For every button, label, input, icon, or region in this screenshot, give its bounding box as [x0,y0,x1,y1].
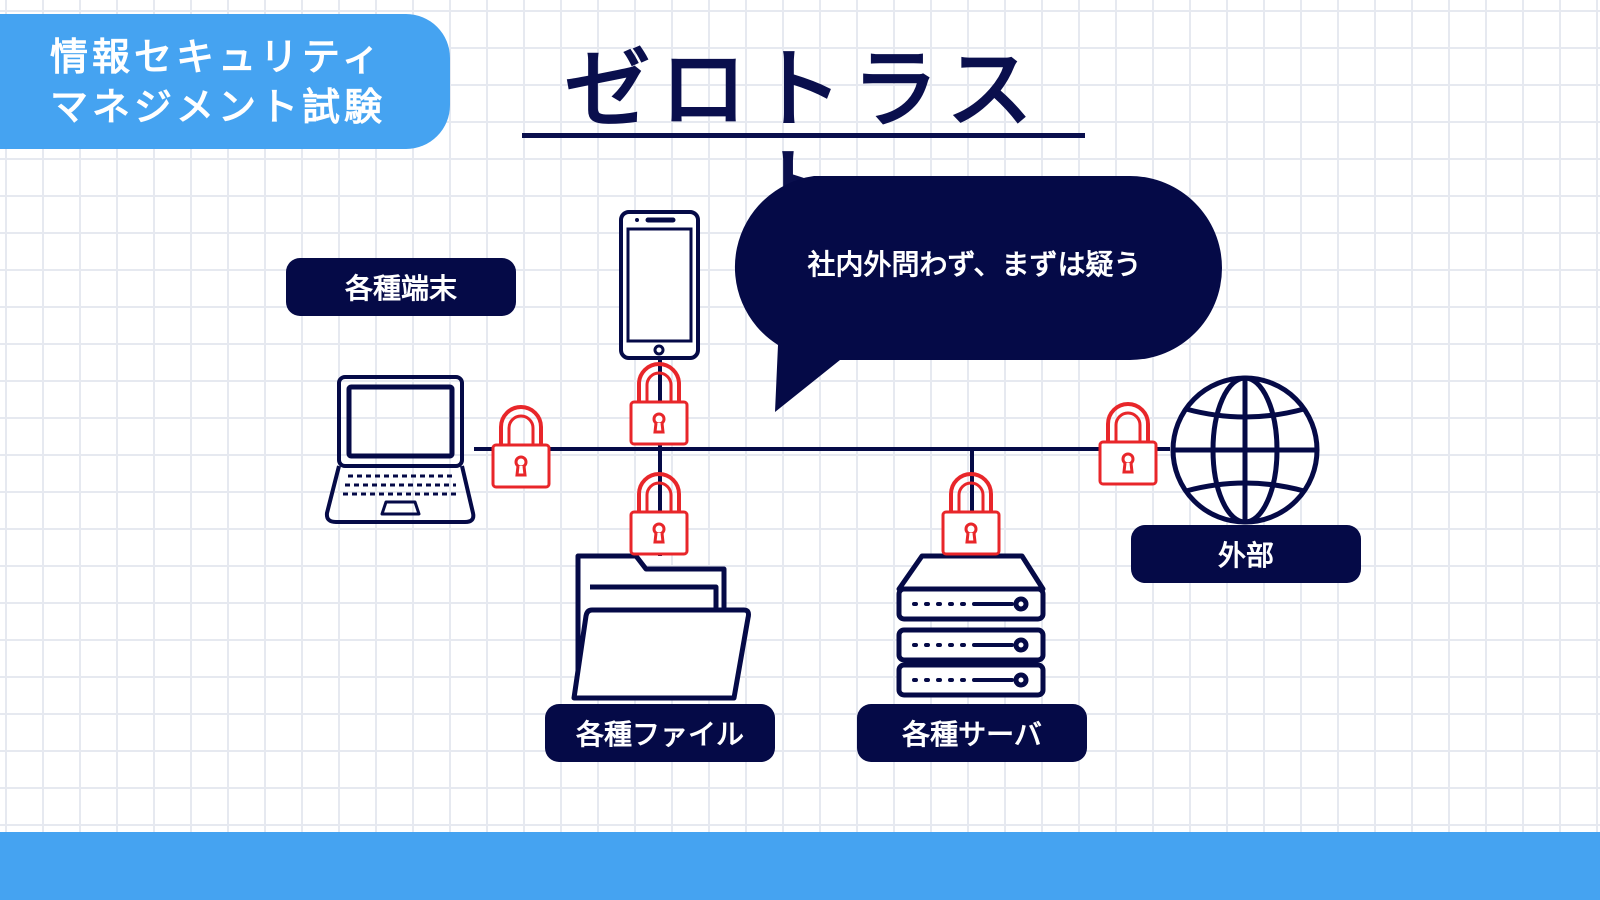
label-files: 各種ファイル [545,704,775,762]
lock-icon [941,472,1001,556]
bubble-text: 社内外問わず、まずは疑う [807,248,1142,281]
globe-icon [1170,375,1320,525]
exam-badge: 情報セキュリティ マネジメント試験 [0,14,450,149]
lock-icon [1098,402,1158,486]
lock-icon [629,362,689,446]
server-icon [896,553,1046,698]
badge-line-1: 情報セキュリティ [50,34,384,79]
label-external: 外部 [1131,525,1361,583]
speech-bubble [734,176,1222,412]
lock-icon [491,405,551,489]
footer-bar [0,832,1600,900]
smartphone-icon [619,210,700,360]
lock-icon [629,472,689,556]
label-devices: 各種端末 [286,258,516,316]
folder-icon [571,553,751,701]
label-servers: 各種サーバ [857,704,1087,762]
network-lines [474,358,1170,556]
title-underline [522,133,1085,138]
laptop-icon [324,375,476,524]
badge-line-2: マネジメント試験 [50,84,387,129]
